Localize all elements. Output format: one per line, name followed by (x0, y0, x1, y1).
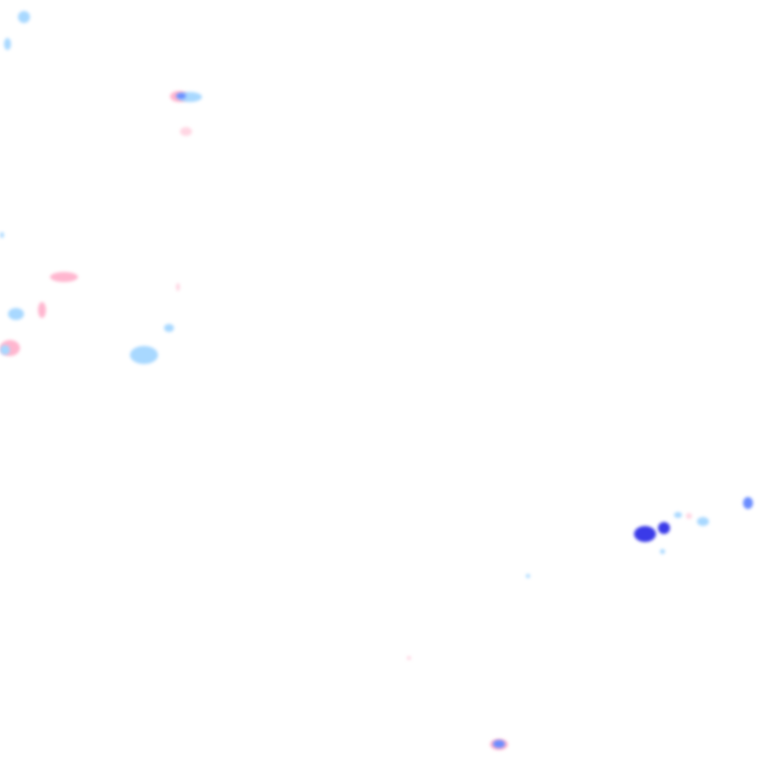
precipitation-echo (50, 272, 78, 282)
precipitation-echo (674, 512, 682, 518)
precipitation-echo (634, 526, 656, 542)
precipitation-echo (660, 549, 665, 554)
precipitation-echo (407, 656, 411, 660)
precipitation-echo (658, 522, 670, 534)
precipitation-echo (178, 92, 202, 102)
precipitation-echo (180, 127, 192, 136)
precipitation-echo (18, 11, 30, 23)
precipitation-echo (130, 346, 158, 364)
precipitation-echo (493, 740, 505, 748)
precipitation-echo (743, 497, 753, 509)
precipitation-echo (8, 308, 24, 320)
precipitation-echo (697, 517, 709, 526)
precipitation-echo (0, 232, 4, 238)
precipitation-echo (38, 302, 46, 318)
precipitation-echo (176, 283, 180, 291)
precipitation-echo (526, 574, 530, 578)
precipitation-echo (164, 324, 174, 332)
precipitation-echo (4, 38, 11, 50)
precipitation-echo (686, 513, 692, 519)
precipitation-echo (176, 93, 186, 99)
precipitation-echo (0, 345, 10, 355)
